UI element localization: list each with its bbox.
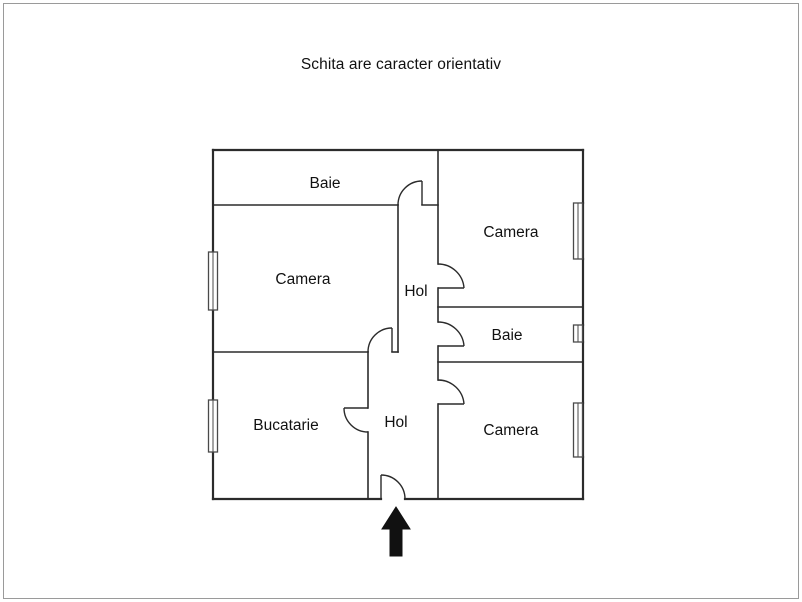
room-label-camera-bottom-right: Camera	[483, 422, 539, 439]
page-title: Schita are caracter orientativ	[300, 56, 502, 73]
room-label-camera-top-right: Camera	[483, 224, 539, 241]
room-label-hol-upper: Hol	[404, 283, 427, 300]
room-label-camera-left: Camera	[275, 271, 331, 288]
room-label-baie-top-left: Baie	[309, 175, 340, 192]
door-swing-arc	[380, 474, 406, 500]
door-camera-left[interactable]	[367, 327, 393, 353]
door-baie-right[interactable]	[437, 321, 465, 347]
door-swing-arc	[367, 327, 393, 353]
room-label-bucatarie: Bucatarie	[253, 417, 318, 434]
door-swing-arc	[437, 321, 465, 347]
windows	[207, 202, 584, 458]
door-camera-bottom-right[interactable]	[437, 379, 465, 405]
doors	[343, 180, 465, 500]
door-swing-arc	[397, 180, 423, 206]
window-camera-left	[207, 251, 219, 311]
room-label-hol-lower: Hol	[384, 414, 407, 431]
door-camera-top-right[interactable]	[437, 263, 465, 289]
door-entrance[interactable]	[380, 474, 406, 500]
window-baie-right	[572, 324, 584, 343]
room-labels: Baie Camera Hol Bucatarie Hol Camera Bai…	[253, 175, 539, 439]
interior-walls	[212, 149, 584, 500]
window-bucatarie	[207, 399, 219, 453]
door-swing-arc	[437, 263, 465, 289]
door-swing-arc	[437, 379, 465, 405]
door-swing-arc	[343, 407, 369, 433]
door-bucatarie[interactable]	[343, 407, 369, 433]
window-camera-top-right	[572, 202, 584, 260]
window-camera-bottom-right	[572, 402, 584, 458]
door-baie-top-left[interactable]	[397, 180, 423, 206]
entrance-arrow	[381, 506, 411, 557]
room-label-baie-right: Baie	[491, 327, 522, 344]
